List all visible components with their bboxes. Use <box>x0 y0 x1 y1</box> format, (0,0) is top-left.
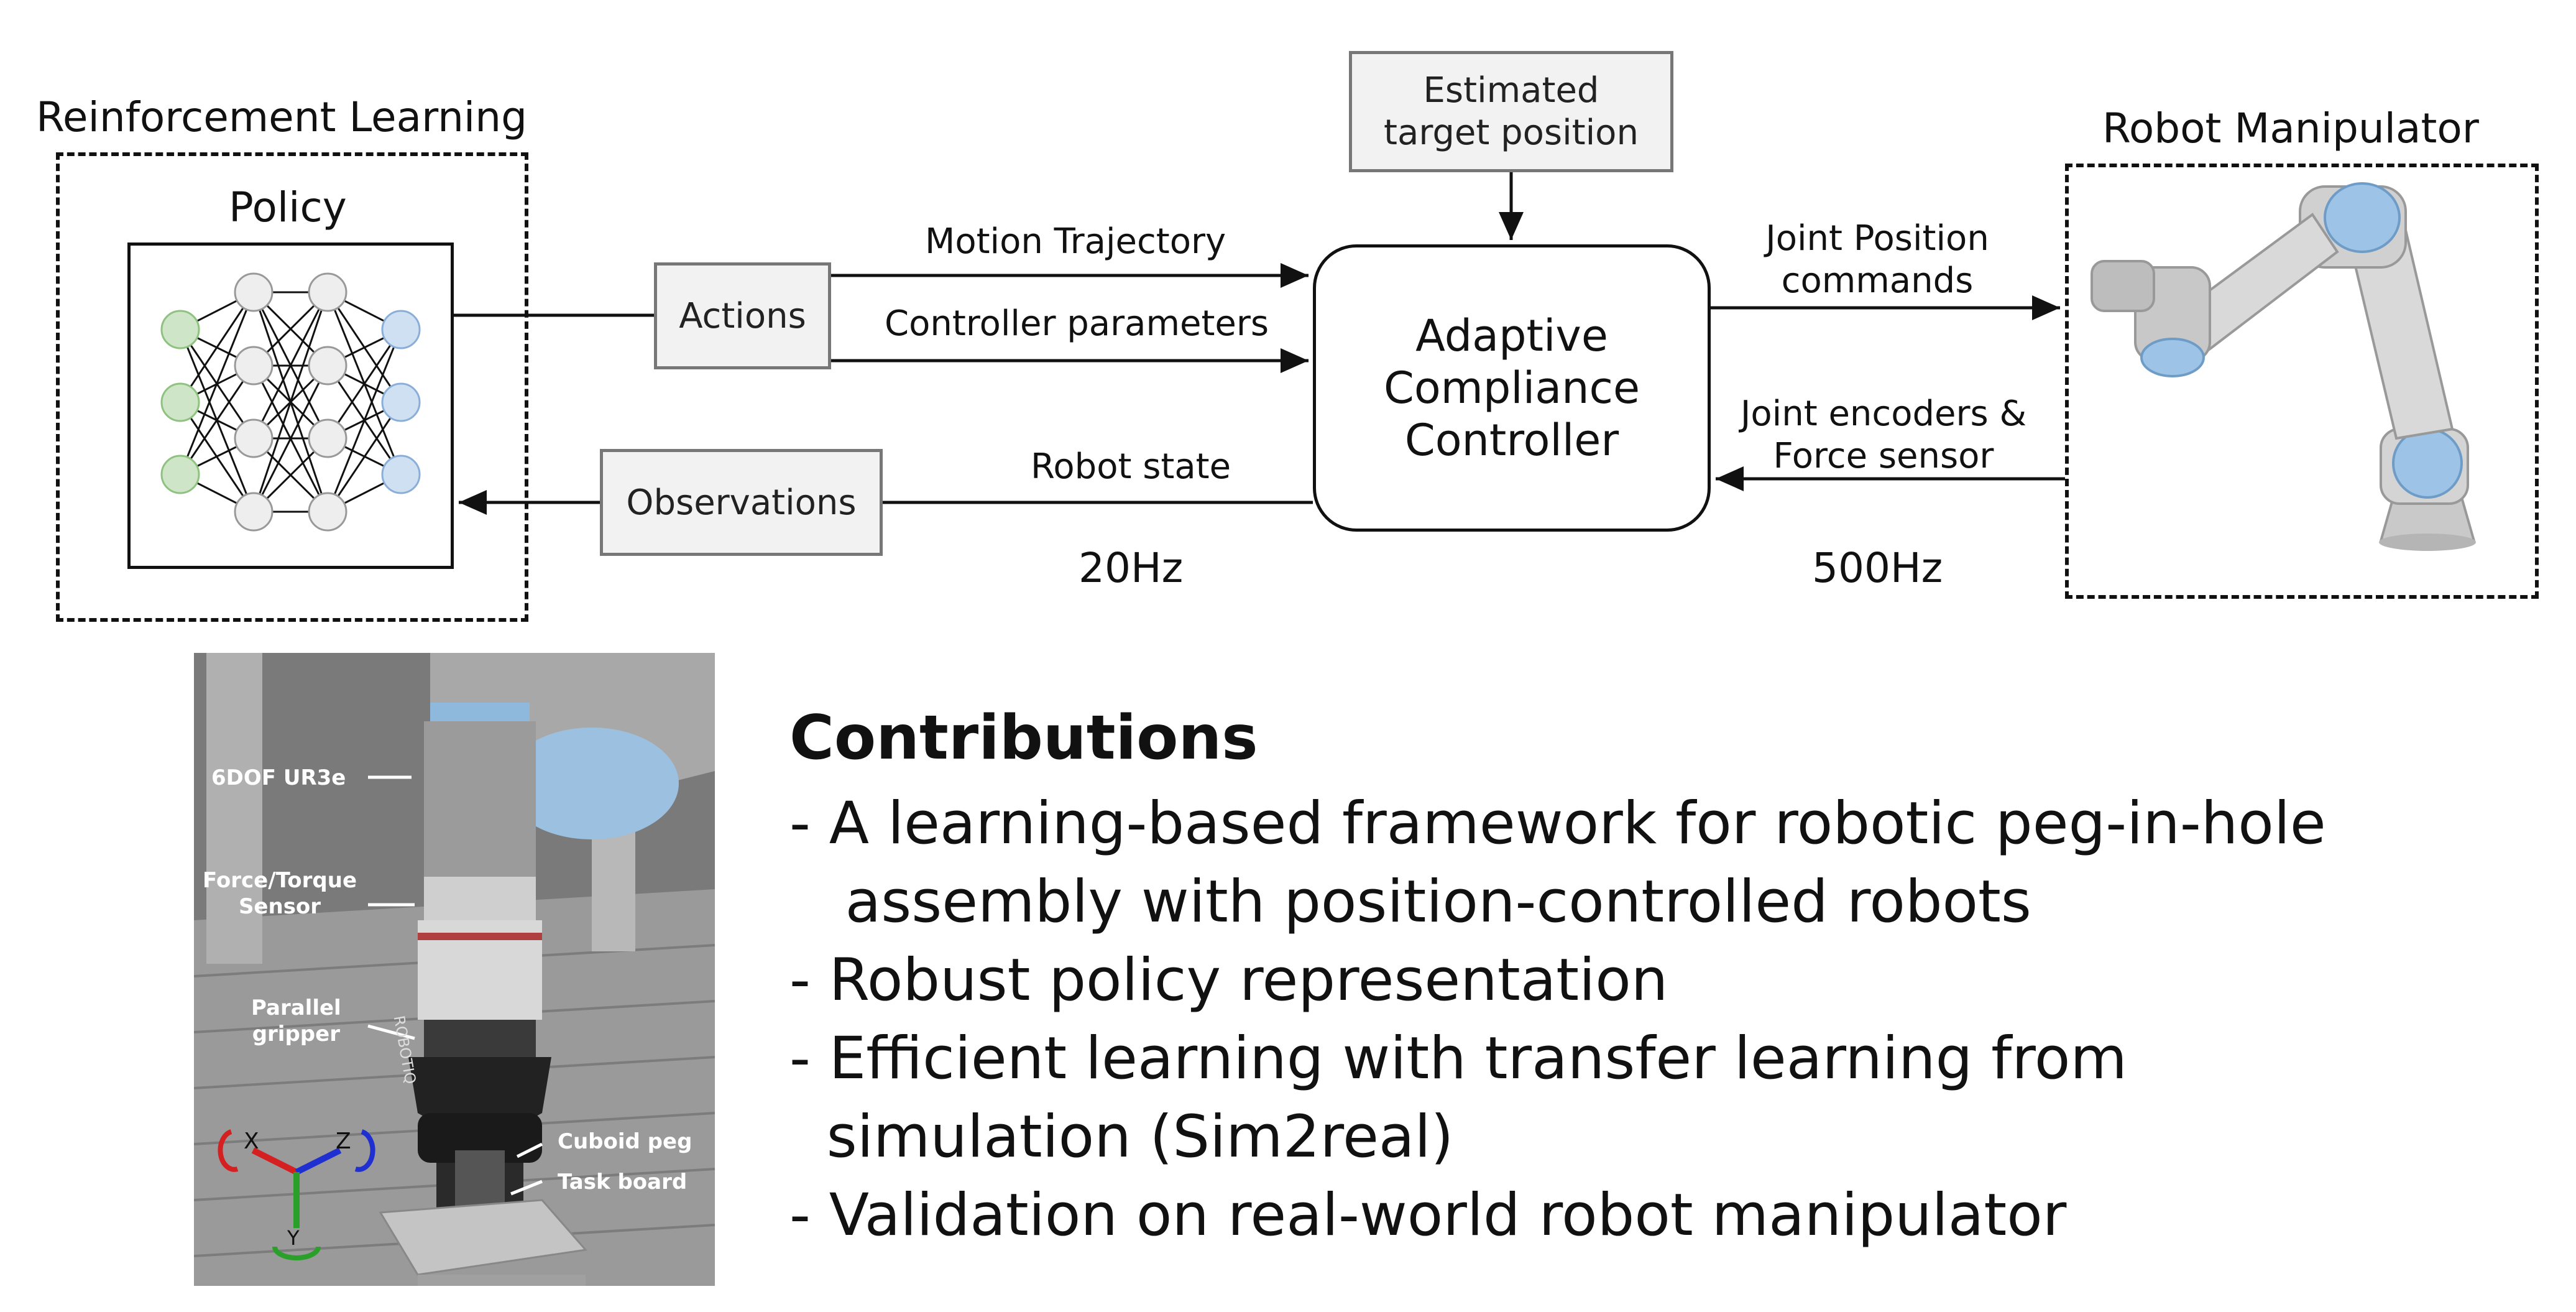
nn-edge <box>252 292 329 512</box>
nn-edge <box>326 402 402 512</box>
photo-label-task-board: Task board <box>558 1170 688 1194</box>
nn-input-node <box>160 382 200 422</box>
nn-edge <box>252 292 329 439</box>
controller-line1: Adaptive <box>1415 310 1608 361</box>
motion-trajectory-label: Motion Trajectory <box>925 221 1226 262</box>
nn-hidden-node <box>234 346 274 386</box>
nn-hidden-node <box>308 346 347 386</box>
nn-edge <box>179 292 255 475</box>
axis-x-label: X <box>244 1129 259 1154</box>
nn-hidden-node <box>234 272 274 312</box>
nn-input-node <box>160 455 200 494</box>
joint-position-line2: commands <box>1781 261 1974 301</box>
joint-position-line1: Joint Position <box>1765 218 1989 259</box>
axis-y-label: Y <box>287 1226 300 1250</box>
photo-label-ur3e: 6DOF UR3e <box>211 765 346 790</box>
policy-title: Policy <box>229 183 347 231</box>
photo-label-ft-sensor: Force/Torque Sensor <box>203 867 357 920</box>
robot-arm-icon <box>2091 182 2476 551</box>
rl-title: Reinforcement Learning <box>36 93 527 141</box>
axis-z-label: Z <box>336 1129 351 1154</box>
controller-box: Adaptive Compliance Controller <box>1313 244 1711 532</box>
contribution-line-2: assembly with position-controlled robots <box>789 868 2031 936</box>
neural-network-icon <box>160 272 421 532</box>
robot-title: Robot Manipulator <box>2102 104 2479 152</box>
contributions-title: Contributions <box>789 703 1258 774</box>
setup-photo-drawing <box>194 653 715 1286</box>
joint-encoders-label: Joint encoders & Force sensor <box>1722 393 2045 478</box>
nn-edge <box>252 365 329 512</box>
contributions-section: Contributions - A learning-based framewo… <box>789 703 2530 1255</box>
photo-label-gripper-line1: Parallel <box>251 996 341 1020</box>
rate-right-label: 500Hz <box>1812 544 1943 592</box>
nn-hidden-node <box>234 418 274 458</box>
actions-box: Actions <box>654 262 831 369</box>
photo-label-gripper: Parallel gripper <box>251 995 341 1047</box>
nn-edge <box>179 292 255 403</box>
nn-hidden-node <box>308 418 347 458</box>
controller-line2: Compliance <box>1383 363 1640 413</box>
observations-label: Observations <box>626 482 857 523</box>
nn-output-node <box>381 310 421 349</box>
estimated-target-line2: target position <box>1384 112 1639 153</box>
photo-label-gripper-line2: gripper <box>252 1022 340 1046</box>
nn-edge <box>179 365 255 475</box>
contribution-line-5: simulation (Sim2real) <box>789 1103 1454 1171</box>
photo-label-peg: Cuboid peg <box>558 1129 692 1154</box>
photo-label-ft-line1: Force/Torque <box>203 868 357 893</box>
contribution-line-6: - Validation on real-world robot manipul… <box>789 1181 2067 1249</box>
estimated-target-box: Estimated target position <box>1349 51 1673 172</box>
controller-parameters-label: Controller parameters <box>885 303 1269 344</box>
joint-encoders-line1: Joint encoders & <box>1740 394 2027 434</box>
photo-label-ft-line2: Sensor <box>238 894 321 919</box>
rate-left-label: 20Hz <box>1079 544 1184 592</box>
robot-dashed-box <box>2065 164 2539 599</box>
rl-dashed-box <box>56 152 528 622</box>
nn-hidden-node <box>234 492 274 532</box>
actions-label: Actions <box>679 295 806 336</box>
nn-hidden-node <box>308 492 347 532</box>
joint-position-label: Joint Position commands <box>1728 218 2026 302</box>
nn-edge <box>326 329 402 439</box>
nn-input-node <box>160 310 200 349</box>
nn-output-node <box>381 455 421 494</box>
contribution-line-3: - Robust policy representation <box>789 946 1668 1014</box>
robot-state-label: Robot state <box>1031 446 1231 487</box>
contribution-line-1: - A learning-based framework for robotic… <box>789 790 2326 857</box>
observations-box: Observations <box>600 449 883 556</box>
controller-line3: Controller <box>1404 415 1619 466</box>
joint-encoders-line2: Force sensor <box>1773 436 1994 476</box>
nn-output-node <box>381 382 421 422</box>
setup-photo: 6DOF UR3e Force/Torque Sensor Parallel g… <box>194 653 715 1286</box>
nn-hidden-node <box>308 272 347 312</box>
contribution-line-4: - Efficient learning with transfer learn… <box>789 1025 2127 1093</box>
estimated-target-line1: Estimated <box>1423 70 1599 111</box>
nn-edge <box>326 329 402 512</box>
